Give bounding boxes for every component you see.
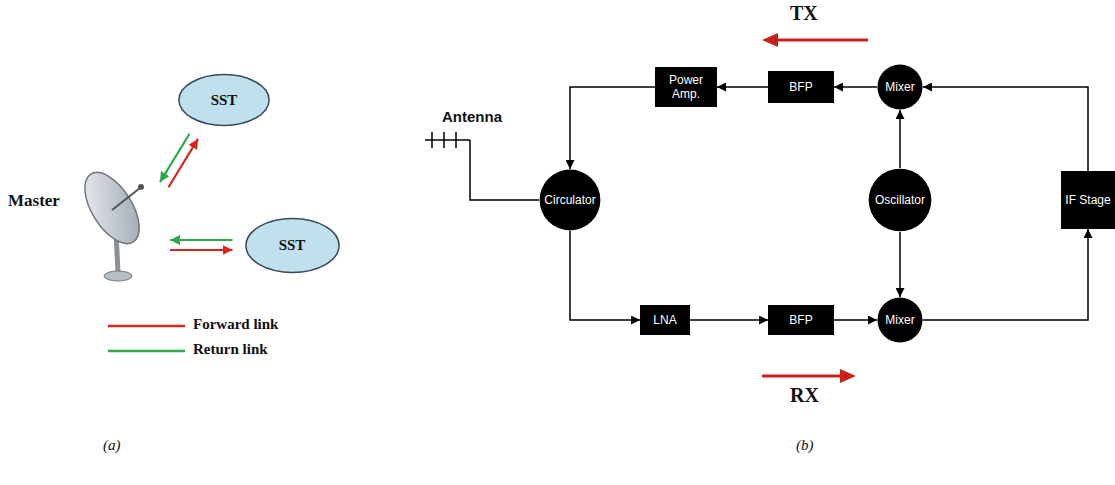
filter-box: BFP <box>768 71 834 103</box>
signal-connector <box>899 110 901 168</box>
node-text: Circulator <box>544 193 595 207</box>
master-station: Master <box>8 165 158 285</box>
satellite-dish <box>74 163 150 281</box>
mixer-circle: Mixer <box>877 297 923 343</box>
node-text: Antenna <box>442 108 502 125</box>
node-text: LNA <box>653 313 676 327</box>
link-arrow <box>160 134 190 182</box>
node-text: Power Amp. <box>659 73 713 102</box>
oscillator-circle: Oscillator <box>868 168 932 232</box>
legend-sample-line <box>108 325 185 328</box>
antenna: Antenna <box>420 108 502 163</box>
antenna-symbol <box>425 132 470 163</box>
signal-connector <box>570 87 655 169</box>
tx-direction-arrow <box>762 33 868 47</box>
amplifier-box: LNA <box>640 305 690 335</box>
node-text: BFP <box>789 313 812 327</box>
subfigure-label: (b) <box>796 437 814 454</box>
node-text: SST <box>211 92 238 109</box>
signal-connector <box>834 86 877 88</box>
node-text: Oscillator <box>875 193 925 207</box>
mixer-circle: Mixer <box>877 64 923 110</box>
signal-connector <box>570 231 640 320</box>
subfigure-label: (a) <box>103 437 121 454</box>
link-arrow <box>170 239 233 241</box>
subscriber-terminal: SST <box>178 74 270 126</box>
signal-connector <box>717 86 768 88</box>
signal-connector <box>899 232 901 297</box>
direction-label: TX <box>790 2 818 25</box>
rx-direction-arrow <box>762 369 856 383</box>
signal-connector <box>923 229 1088 320</box>
legend-sample-line <box>108 350 185 353</box>
node-text: Mixer <box>885 313 914 327</box>
amplifier-box: Power Amp. <box>655 67 717 107</box>
subscriber-terminal: SST <box>245 218 340 273</box>
circulator-circle: Circulator <box>539 169 601 231</box>
node-text: SST <box>279 237 306 254</box>
legend-text: Forward link <box>193 316 278 333</box>
link-arrow <box>169 139 199 187</box>
if-stage-box: IF Stage <box>1061 171 1115 229</box>
link-arrow <box>170 249 233 251</box>
node-text: IF Stage <box>1065 193 1110 207</box>
filter-box: BFP <box>768 305 834 335</box>
signal-connector <box>834 319 877 321</box>
node-text: Mixer <box>885 80 914 94</box>
signal-connector <box>470 163 539 200</box>
signal-connector <box>923 87 1088 171</box>
node-text: Master <box>8 191 60 211</box>
node-text: BFP <box>789 80 812 94</box>
direction-label: RX <box>790 384 819 407</box>
legend-text: Return link <box>193 341 268 358</box>
signal-connector <box>690 319 768 321</box>
